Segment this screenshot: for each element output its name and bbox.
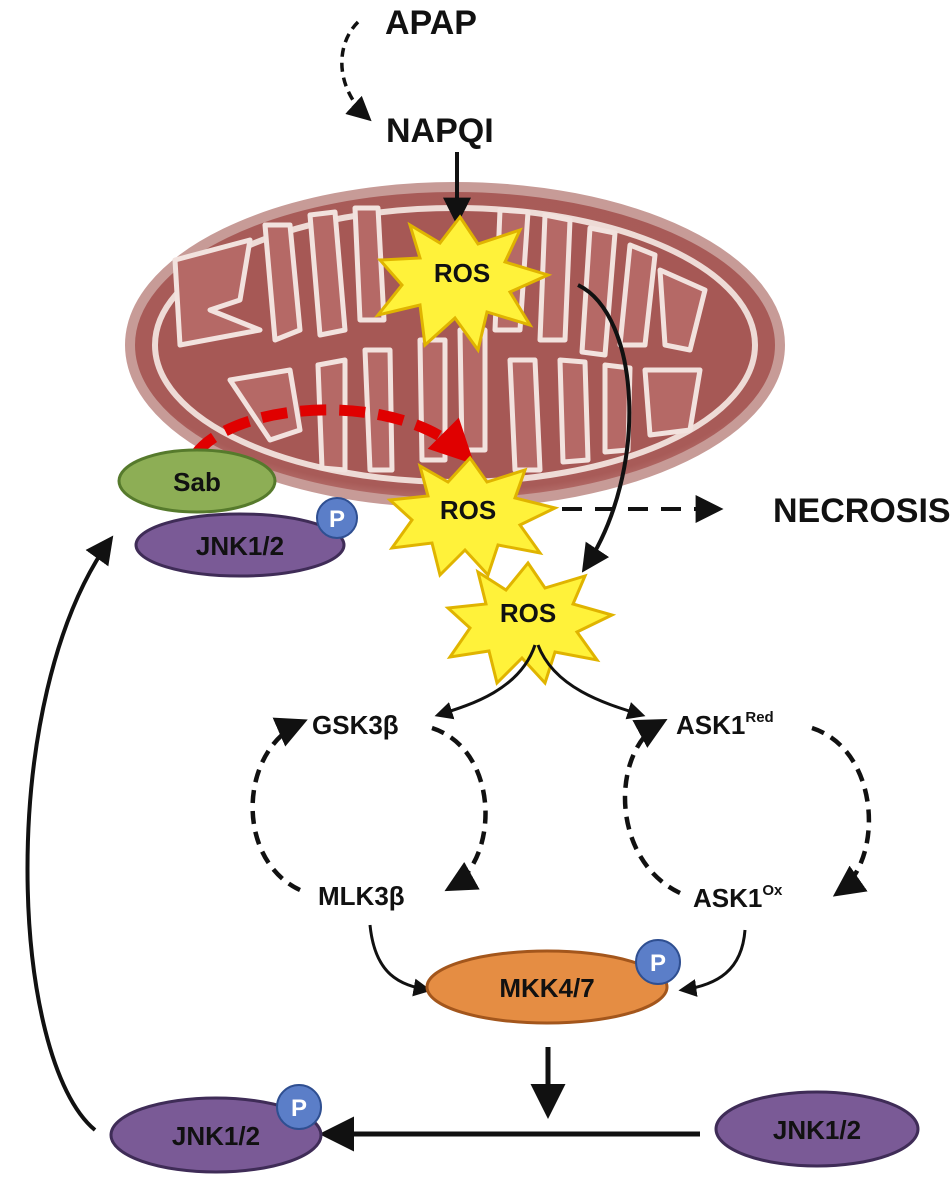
mkk47-complex: MKK4/7 P xyxy=(425,939,681,1025)
mlk3b-to-mkk-arrow xyxy=(368,924,432,997)
phospho-bottom xyxy=(276,1084,322,1130)
jnk-bottom-left-node xyxy=(109,1096,323,1174)
phospho-mkk-label: P xyxy=(650,950,666,977)
jnk-feedback-arrow xyxy=(25,535,114,1132)
gsk3b-label: GSK3β xyxy=(312,710,399,740)
ask1-ox-label: ASK1Ox xyxy=(693,882,783,913)
napqi-label: NAPQI xyxy=(386,112,494,150)
ros-inner-label: ROS xyxy=(434,258,490,288)
mkk47-label: MKK4/7 xyxy=(499,973,594,1003)
gsk3b-to-mlk3b-arrow xyxy=(431,725,488,892)
necrosis-label: NECROSIS xyxy=(773,492,950,530)
jnk-bottom-right-complex: JNK1/2 xyxy=(714,1090,920,1168)
sab-to-ros-red-arrow xyxy=(190,404,475,465)
ask1red-to-ask1ox-arrow xyxy=(811,725,872,897)
phospho-bottom-label: P xyxy=(291,1095,307,1122)
apap-to-napqi-arrow xyxy=(340,20,372,122)
jnk-top-label: JNK1/2 xyxy=(196,531,284,561)
sab-label: Sab xyxy=(173,467,221,497)
ros-burst-center: ROS xyxy=(444,560,617,686)
mlk3b-to-gsk3b-arrow xyxy=(250,717,308,893)
ros-burst-left: ROS xyxy=(386,455,560,578)
jnk-top-node xyxy=(134,512,346,578)
mkk47-node xyxy=(425,949,669,1025)
jnk-bottom-right-node xyxy=(714,1090,920,1168)
mlk3b-label: MLK3β xyxy=(318,881,405,911)
ask1-red-label: ASK1Red xyxy=(676,709,774,740)
ask1ox-to-ask1red-arrow xyxy=(622,719,681,896)
phospho-top xyxy=(316,497,358,539)
jnk-bottom-left-label: JNK1/2 xyxy=(172,1121,260,1151)
sab-node xyxy=(117,448,277,514)
ros-burst-inner: ROS xyxy=(374,214,553,354)
jnk-bottom-left-complex: JNK1/2 P xyxy=(109,1084,323,1174)
phospho-mkk xyxy=(635,939,681,985)
ros-to-gsk3b-arrow xyxy=(434,644,537,720)
ask1ox-to-mkk-arrow xyxy=(678,929,747,997)
sab-jnk-complex: Sab JNK1/2 P xyxy=(117,448,358,578)
ros-center-label: ROS xyxy=(500,598,556,628)
ros-to-ask1-arrow xyxy=(536,644,646,720)
apap-label: APAP xyxy=(385,4,477,42)
phospho-top-label: P xyxy=(329,506,345,533)
ros-release-arrow xyxy=(577,283,632,573)
ros-left-label: ROS xyxy=(440,495,496,525)
jnk-bottom-right-label: JNK1/2 xyxy=(773,1115,861,1145)
